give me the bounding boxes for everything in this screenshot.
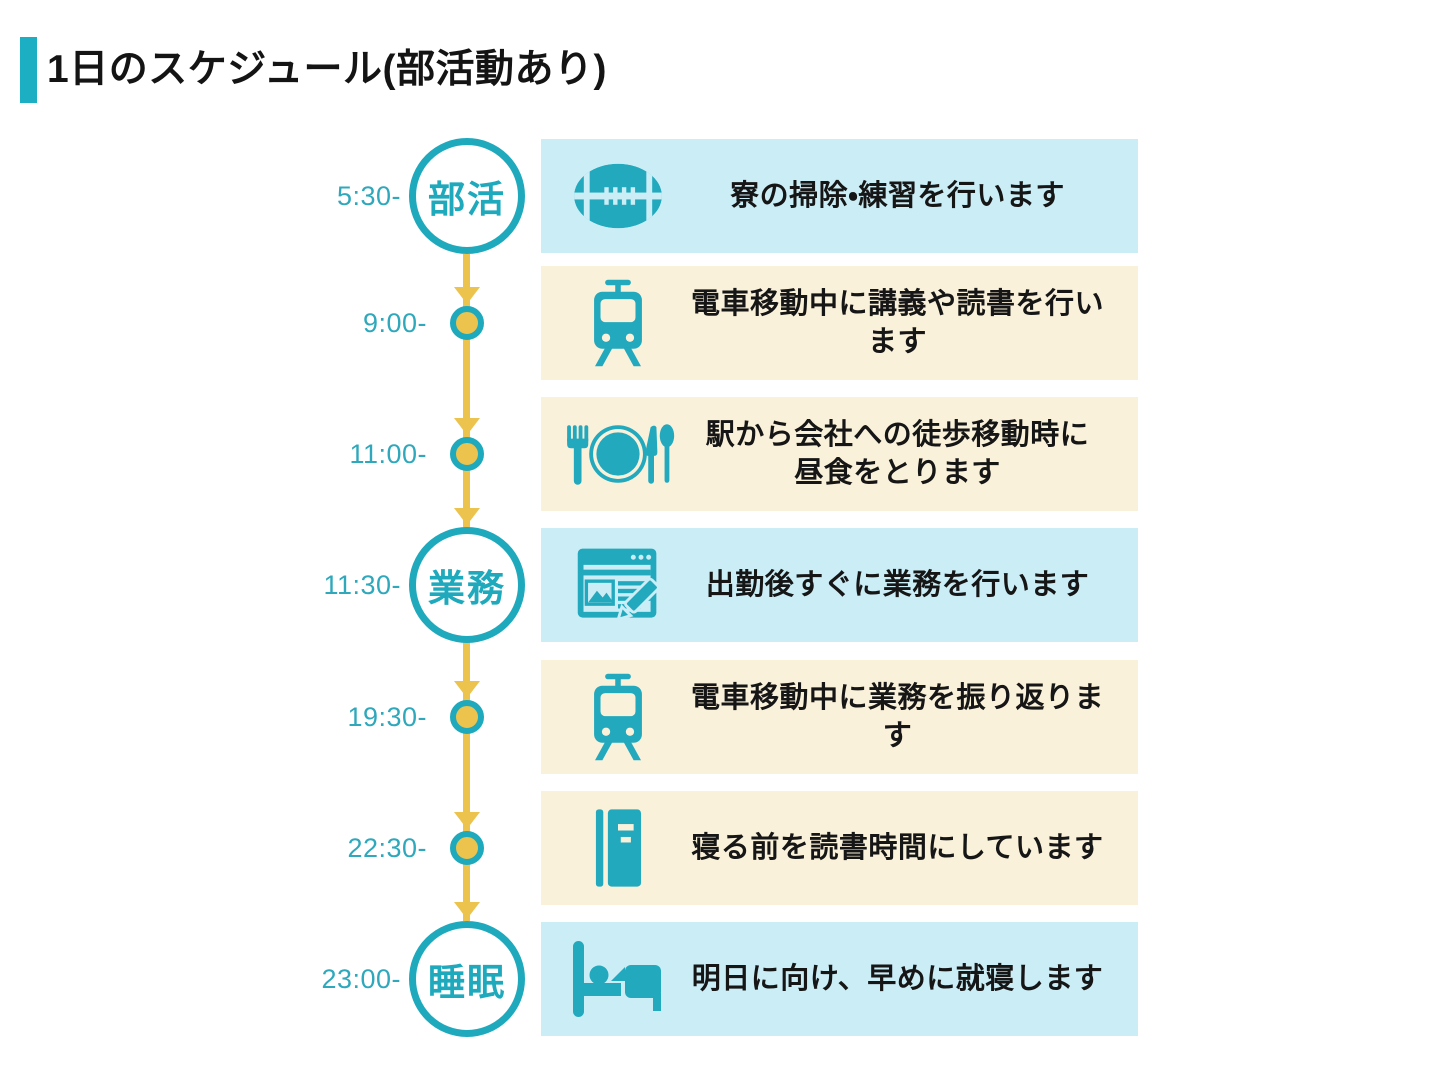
train-icon [557, 277, 679, 369]
description-text: 寝る前を読書時間にしています [691, 831, 1104, 864]
book-icon [557, 800, 679, 896]
description-text: 駅から会社への徒歩移動時に 昼食をとります [705, 418, 1090, 489]
time-label: 22:30- [347, 833, 427, 863]
node-label: 部活 [428, 179, 506, 220]
timeline-card: 駅から会社への徒歩移動時に 昼食をとります [541, 397, 1138, 511]
time-label: 19:30- [347, 702, 427, 732]
timeline-card: 電車移動中に講義や読書を行います [541, 266, 1138, 380]
time-label: 9:00- [362, 308, 427, 338]
time-label: 5:30- [336, 181, 401, 211]
title-accent-bar [20, 37, 37, 103]
description-text: 電車移動中に講義や読書を行います [690, 287, 1104, 358]
timeline-node-dot [450, 437, 484, 471]
timeline-node-club: 部活 [409, 138, 525, 254]
timeline-card: 出勤後すぐに業務を行います [541, 528, 1138, 642]
timeline-card: 電車移動中に業務を振り返ります [541, 660, 1138, 774]
arrow-down-icon [454, 902, 480, 919]
node-label: 睡眠 [428, 962, 506, 1003]
node-label: 業務 [428, 568, 506, 609]
timeline-node-dot [450, 306, 484, 340]
description-text: 電車移動中に業務を振り返ります [690, 681, 1104, 752]
timeline-node-sleep: 睡眠 [409, 921, 525, 1037]
train-icon [557, 671, 679, 763]
rugby-ball-icon [557, 154, 679, 238]
arrow-down-icon [454, 812, 480, 829]
meal-icon [557, 406, 679, 502]
timeline-node-work: 業務 [409, 527, 525, 643]
time-label: 11:00- [349, 439, 427, 469]
arrow-down-icon [454, 287, 480, 304]
arrow-down-icon [454, 508, 480, 525]
timeline-node-dot [450, 700, 484, 734]
time-label: 11:30- [323, 570, 401, 600]
description-text: 出勤後すぐに業務を行います [705, 568, 1090, 601]
bed-icon [557, 935, 679, 1023]
description-text: 明日に向け、早めに就寝します [691, 962, 1104, 995]
arrow-down-icon [454, 418, 480, 435]
time-label: 23:00- [321, 964, 401, 994]
work-browser-icon [557, 539, 679, 631]
timeline-card: 明日に向け、早めに就寝します [541, 922, 1138, 1036]
description-text: 寮の掃除・練習を行います [730, 179, 1065, 212]
arrow-down-icon [454, 681, 480, 698]
page-title: 1日のスケジュール(部活動あり) [47, 48, 607, 91]
timeline-node-dot [450, 831, 484, 865]
timeline-card: 寮の掃除・練習を行います [541, 139, 1138, 253]
timeline-card: 寝る前を読書時間にしています [541, 791, 1138, 905]
